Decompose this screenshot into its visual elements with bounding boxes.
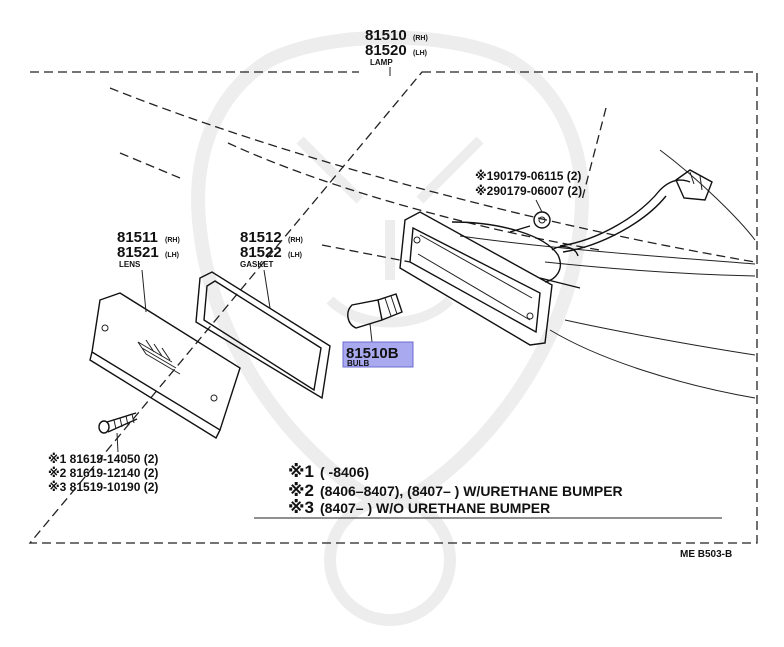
lens-label: 81511 (RH) 81521 (LH) LENS [117, 229, 180, 313]
watermark-emblem [191, 30, 589, 626]
bulb-part: 81510B [346, 345, 399, 362]
screw-part-2: ※2 81619-12140 (2) [48, 466, 158, 480]
gasket-caption: GASKET [240, 260, 273, 269]
lamp-rh-tag: (RH) [413, 35, 428, 42]
screw-part-numbers: ※1 81619-14050 (2) ※2 81619-12140 (2) ※3… [48, 452, 158, 494]
gasket-label: 81512 (RH) 81522 (LH) GASKET [240, 229, 303, 309]
gasket-part[interactable] [195, 271, 331, 400]
note-1-mark: ※1 [288, 462, 314, 481]
note-1-text: ( -8406) [320, 464, 369, 480]
note-2-text: (8406–8407), (8407– ) W/URETHANE BUMPER [320, 483, 623, 499]
bulb-caption: BULB [347, 359, 369, 368]
body-contour [109, 87, 756, 399]
lens-rh-tag: (RH) [165, 237, 180, 244]
lamp-caption: LAMP [370, 58, 393, 67]
screw-part-1: ※1 81619-14050 (2) [48, 452, 158, 466]
bulb-highlight [342, 341, 414, 368]
lens-prism-grid [137, 339, 181, 375]
lens-part-lh: 81521 [117, 244, 159, 261]
lens-caption: LENS [119, 260, 141, 269]
nut-part-1: ※190179-06115 (2) [475, 169, 581, 183]
gasket-part-lh: 81522 [240, 244, 282, 261]
bulb-icon[interactable] [347, 293, 403, 329]
figure-code: ME B503-B [680, 549, 732, 560]
screw-icon[interactable] [98, 412, 138, 434]
note-2-mark: ※2 [288, 481, 314, 500]
note-3-mark: ※3 [288, 498, 314, 517]
lamp-lh-tag: (LH) [413, 50, 427, 57]
footnotes: ※1 ( -8406) ※2 (8406–8407), (8407– ) W/U… [254, 462, 722, 519]
nut-part-numbers: ※190179-06115 (2) ※290179-06007 (2) [475, 169, 582, 198]
lens-part-rh: 81511 [117, 229, 158, 246]
gasket-lh-tag: (LH) [288, 252, 302, 259]
lamp-label: 81510 (RH) 81520 (LH) LAMP [365, 27, 428, 76]
gasket-rh-tag: (RH) [288, 237, 303, 244]
nut-icon[interactable] [533, 211, 551, 229]
lens-part[interactable] [89, 292, 241, 439]
screw-part-3: ※3 81519-10190 (2) [48, 480, 158, 494]
note-3-text: (8407– ) W/O URETHANE BUMPER [320, 500, 550, 516]
nut-part-2: ※290179-06007 (2) [475, 184, 582, 198]
diagram-frame [28, 71, 758, 544]
lamp-part-rh: 81510 [365, 27, 407, 44]
bulb-label[interactable]: 81510B BULB [342, 341, 414, 368]
lens-lh-tag: (LH) [165, 252, 179, 259]
lamp-part-lh: 81520 [365, 42, 407, 59]
lamp-housing[interactable] [399, 169, 713, 346]
gasket-part-rh: 81512 [240, 229, 282, 246]
